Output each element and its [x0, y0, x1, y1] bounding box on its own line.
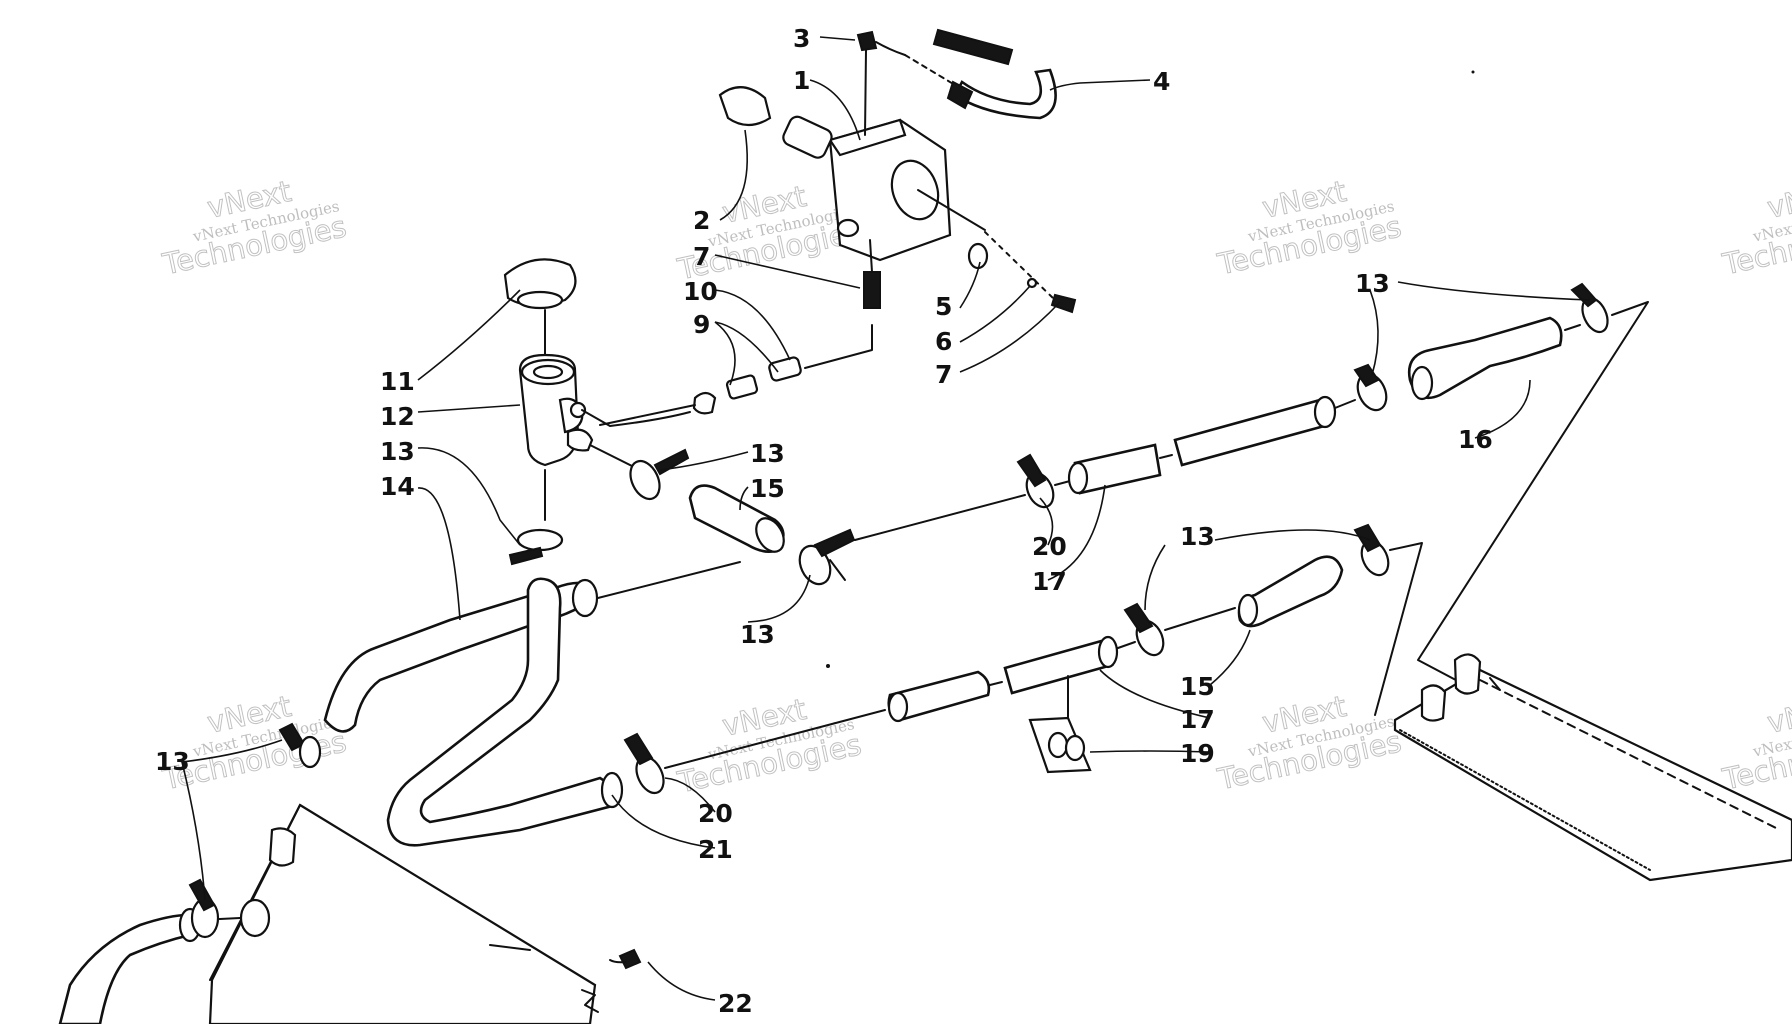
lower-curved-hose [1237, 555, 1344, 628]
callout-13-f: 13 [155, 747, 190, 776]
lower-clamp-far [1353, 523, 1390, 577]
lower-routing-line [1374, 542, 1423, 716]
vent-hose [932, 28, 1057, 120]
speck [1471, 70, 1475, 74]
callout-15-b: 15 [1180, 672, 1215, 701]
overflow-tube [599, 239, 881, 426]
callout-3: 3 [793, 24, 810, 53]
upper-clamp-right [1016, 453, 1055, 509]
callout-5: 5 [935, 292, 952, 321]
watermark-7: vNext vNext Technologies Technologies [1214, 689, 1405, 798]
lower-short-hose [887, 670, 991, 723]
watermark-4: vNext vNext Technologies Technologies [1719, 174, 1792, 283]
callout-6: 6 [935, 327, 952, 356]
callout-13-b: 13 [750, 439, 785, 468]
radiator-top-clamp [278, 722, 322, 769]
upper-clamp-left [629, 448, 690, 501]
heat-exchanger [1393, 653, 1792, 882]
lower-metal-tube [1003, 635, 1119, 721]
callout-numbers: 3 1 4 2 7 10 9 5 6 7 11 12 13 14 13 15 1… [155, 24, 1493, 1018]
callout-17-a: 17 [1032, 567, 1067, 596]
callout-13-c: 13 [740, 620, 775, 649]
callout-12: 12 [380, 402, 415, 431]
callout-2: 2 [693, 206, 710, 235]
leader-lines [181, 36, 1591, 1001]
speck [826, 664, 830, 668]
svg-text:vNext: vNext [1764, 689, 1792, 740]
upper-clamp-middle [798, 528, 856, 586]
lower-clamp-bottom [623, 732, 665, 795]
callout-7: 7 [935, 360, 952, 389]
watermark-1: vNext vNext Technologies Technologies [159, 174, 350, 283]
callout-16: 16 [1458, 425, 1493, 454]
lower-center-line-4 [1117, 641, 1136, 649]
callout-13-d: 13 [1355, 269, 1390, 298]
callout-13-a: 13 [380, 437, 415, 466]
curved-lower-hose [386, 577, 624, 847]
upper-curved-hose [1407, 282, 1609, 401]
upper-short-hose [688, 484, 785, 553]
callout-20-b: 20 [698, 799, 733, 828]
upper-clamp-far [1353, 363, 1388, 412]
callout-11: 11 [380, 367, 415, 396]
upper-metal-tube [1067, 395, 1356, 495]
lower-center-line-2 [664, 709, 886, 769]
watermark-3: vNext vNext Technologies Technologies [1214, 174, 1405, 283]
callout-8: 7 [693, 242, 710, 271]
bracket-hardware [967, 231, 1077, 314]
upper-center-line [854, 494, 1026, 541]
callout-17-b: 17 [1180, 705, 1215, 734]
callout-4: 4 [1153, 67, 1170, 96]
callout-21: 21 [698, 835, 733, 864]
overflow-bottle-bracket [828, 118, 986, 262]
watermark-8: vNext vNext Technologies Technologies [1719, 689, 1792, 798]
callout-1: 1 [793, 66, 810, 95]
filler-neck [518, 353, 691, 521]
drain-fitting [609, 948, 642, 970]
svg-text:vNext: vNext [1764, 174, 1792, 225]
lower-center-line-3 [989, 681, 1003, 686]
callout-19: 19 [1180, 739, 1215, 768]
lower-clamp-middle [1123, 602, 1165, 657]
callout-20-a: 20 [1032, 532, 1067, 561]
coolant-knob [718, 86, 833, 159]
callout-9: 9 [693, 310, 710, 339]
callout-14: 14 [380, 472, 415, 501]
watermark-2: vNext vNext Technologies Technologies [674, 179, 865, 288]
callout-10: 10 [683, 277, 718, 306]
lower-center-line-5 [1164, 607, 1236, 631]
radiator [208, 803, 599, 1024]
upper-center-line-2 [1054, 480, 1071, 486]
watermark-5: vNext vNext Technologies Technologies [159, 689, 350, 798]
lower-clamp-left [508, 528, 564, 566]
lower-center-line-1 [589, 561, 741, 601]
vent-fitting [856, 30, 956, 136]
tube-bracket [1028, 716, 1092, 774]
callout-13-e: 13 [1180, 522, 1215, 551]
radiator-hose [58, 898, 271, 1024]
callout-15-a: 15 [750, 474, 785, 503]
radiator-cap [503, 258, 577, 356]
callout-22: 22 [718, 989, 753, 1018]
